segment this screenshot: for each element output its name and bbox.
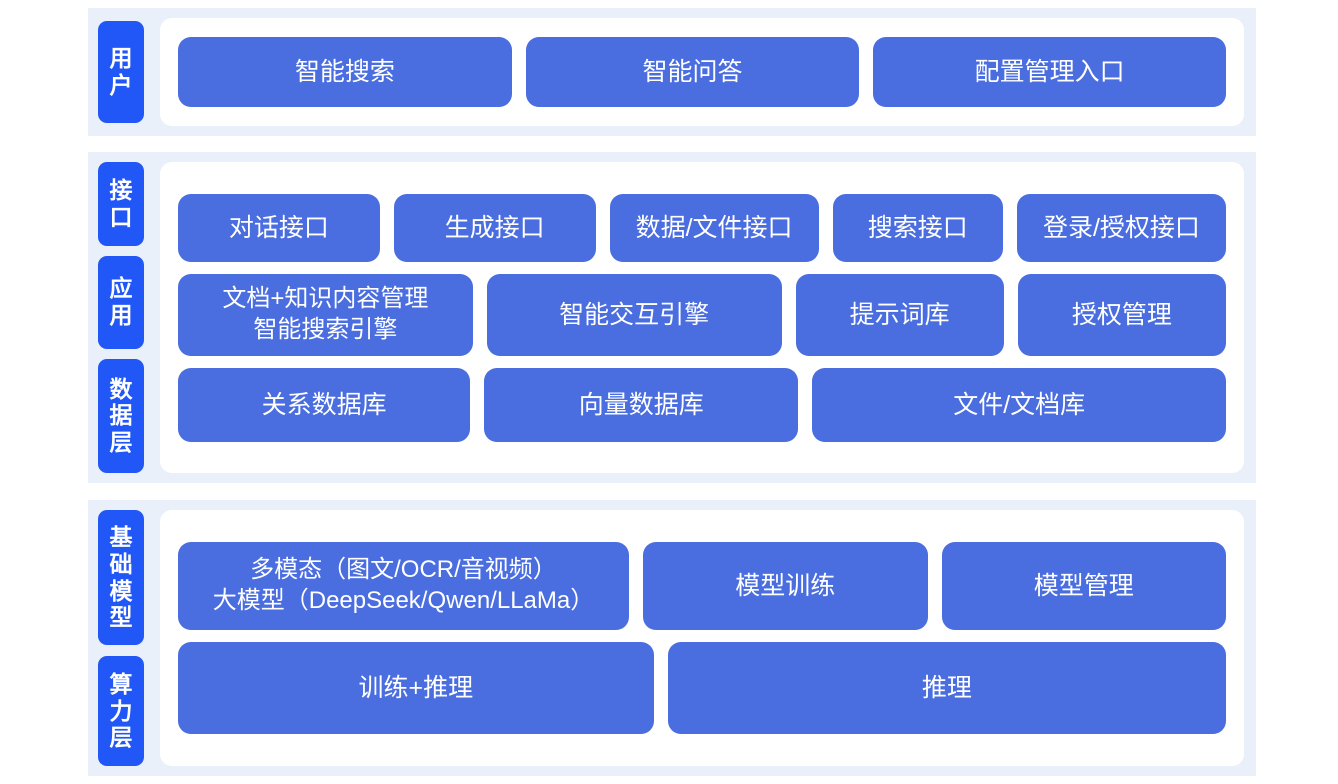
card-search-api[interactable]: 搜索接口 xyxy=(832,193,1003,262)
layer-tab-application: 应用 xyxy=(98,255,144,349)
card-smart-search[interactable]: 智能搜索 xyxy=(178,37,512,107)
card-vector-database[interactable]: 向量数据库 xyxy=(484,367,799,442)
card-prompt-library[interactable]: 提示词库 xyxy=(795,273,1004,356)
section-base: 基础模型 算力层 多模态（图文/OCR/音视频） 大模型（DeepSeek/Qw… xyxy=(88,500,1256,776)
card-multimodal-large-model[interactable]: 多模态（图文/OCR/音视频） 大模型（DeepSeek/Qwen/LLaMa） xyxy=(178,542,629,630)
card-authorization-management[interactable]: 授权管理 xyxy=(1017,273,1226,356)
panel-base: 多模态（图文/OCR/音视频） 大模型（DeepSeek/Qwen/LLaMa）… xyxy=(160,510,1244,766)
card-generate-api[interactable]: 生成接口 xyxy=(393,193,596,262)
card-inference[interactable]: 推理 xyxy=(667,642,1226,734)
row-compute: 训练+推理 推理 xyxy=(178,642,1226,734)
layer-tab-column-middle: 接口 应用 数据层 xyxy=(88,152,154,483)
layer-tab-column-base: 基础模型 算力层 xyxy=(88,500,154,776)
section-middle: 接口 应用 数据层 对话接口 生成接口 数据/文件接口 搜索接口 登录/授权接口… xyxy=(88,152,1256,483)
card-model-management[interactable]: 模型管理 xyxy=(941,542,1227,630)
row-application: 文档+知识内容管理 智能搜索引擎 智能交互引擎 提示词库 授权管理 xyxy=(178,273,1226,356)
row-interface: 对话接口 生成接口 数据/文件接口 搜索接口 登录/授权接口 xyxy=(178,193,1227,262)
card-training-and-inference[interactable]: 训练+推理 xyxy=(178,642,654,734)
card-dialog-api[interactable]: 对话接口 xyxy=(178,193,380,262)
layer-tab-compute: 算力层 xyxy=(98,656,144,766)
card-relational-database[interactable]: 关系数据库 xyxy=(178,367,471,442)
card-doc-knowledge-content-management[interactable]: 文档+知识内容管理 智能搜索引擎 xyxy=(178,273,473,356)
card-model-training[interactable]: 模型训练 xyxy=(642,542,928,630)
layer-tab-data: 数据层 xyxy=(98,358,144,473)
card-data-file-api[interactable]: 数据/文件接口 xyxy=(609,193,819,262)
layer-tab-interface: 接口 xyxy=(98,162,144,246)
row-user: 智能搜索 智能问答 配置管理入口 xyxy=(178,37,1226,107)
layer-tab-user: 用户 xyxy=(98,21,144,123)
card-config-management-entry[interactable]: 配置管理入口 xyxy=(873,37,1226,107)
panel-user: 智能搜索 智能问答 配置管理入口 xyxy=(160,18,1244,126)
card-file-document-store[interactable]: 文件/文档库 xyxy=(812,367,1227,442)
layer-tab-column-user: 用户 xyxy=(88,8,154,136)
card-login-auth-api[interactable]: 登录/授权接口 xyxy=(1016,193,1227,262)
panel-middle: 对话接口 生成接口 数据/文件接口 搜索接口 登录/授权接口 文档+知识内容管理… xyxy=(160,162,1244,473)
layer-tab-foundation-model: 基础模型 xyxy=(98,510,144,645)
card-smart-qa[interactable]: 智能问答 xyxy=(525,37,860,107)
section-user: 用户 智能搜索 智能问答 配置管理入口 xyxy=(88,8,1256,136)
card-smart-interaction-engine[interactable]: 智能交互引擎 xyxy=(486,273,782,356)
row-data: 关系数据库 向量数据库 文件/文档库 xyxy=(178,367,1227,442)
row-model: 多模态（图文/OCR/音视频） 大模型（DeepSeek/Qwen/LLaMa）… xyxy=(178,542,1227,630)
